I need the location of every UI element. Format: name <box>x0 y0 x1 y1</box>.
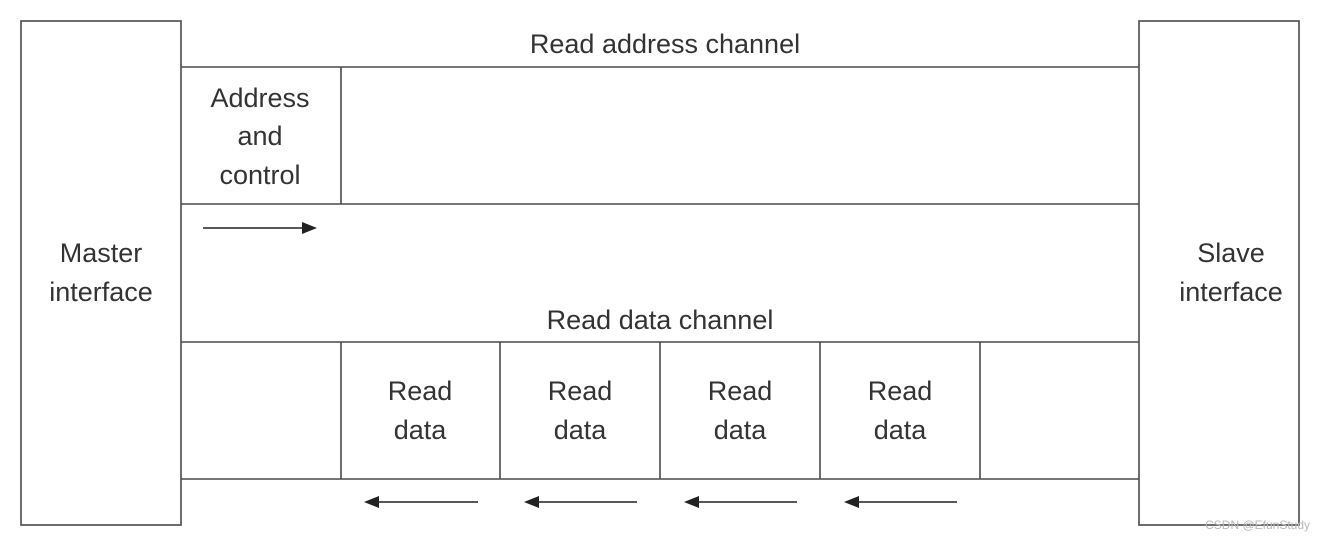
address-control-label-line1: Address <box>210 83 309 113</box>
read-data-cell-3: Read data <box>708 376 773 445</box>
slave-interface-label-line2: interface <box>1179 277 1283 307</box>
address-and-control-cell: Address and control <box>210 83 309 190</box>
read-data-cell-2-line1: Read <box>548 376 613 406</box>
read-data-channel-title: Read data channel <box>547 305 774 335</box>
read-address-arrow-head <box>302 222 317 234</box>
address-control-label-line2: and <box>237 121 282 151</box>
slave-interface-box <box>1138 20 1300 526</box>
master-interface-box <box>20 20 182 526</box>
read-data-cell-1: Read data <box>388 376 453 445</box>
read-data-arrow-4-head <box>844 496 859 508</box>
read-data-arrow-left-1 <box>364 496 478 508</box>
read-data-arrow-left-3 <box>684 496 797 508</box>
master-interface-label-line1: Master <box>60 238 143 268</box>
read-data-arrow-left-4 <box>844 496 957 508</box>
read-data-cell-4-line1: Read <box>868 376 933 406</box>
read-address-arrow-right <box>203 222 317 234</box>
read-data-cell-4-line2: data <box>874 415 928 445</box>
read-data-cell-1-line2: data <box>394 415 448 445</box>
read-data-cell-2-line2: data <box>554 415 608 445</box>
read-data-cell-2: Read data <box>548 376 613 445</box>
read-data-arrow-left-2 <box>524 496 637 508</box>
read-data-cell-1-line1: Read <box>388 376 453 406</box>
read-data-cell-3-line2: data <box>714 415 768 445</box>
read-data-arrow-1-head <box>364 496 379 508</box>
read-data-arrow-2-head <box>524 496 539 508</box>
address-control-label-line3: control <box>219 160 300 190</box>
read-data-cell-4: Read data <box>868 376 933 445</box>
read-data-arrow-3-head <box>684 496 699 508</box>
master-interface-label-line2: interface <box>49 277 153 307</box>
read-data-cell-3-line1: Read <box>708 376 773 406</box>
read-address-channel-title: Read address channel <box>530 29 800 59</box>
slave-interface-label-line1: Slave <box>1197 238 1265 268</box>
watermark-text: CSDN @EfunStudy <box>1205 518 1310 532</box>
